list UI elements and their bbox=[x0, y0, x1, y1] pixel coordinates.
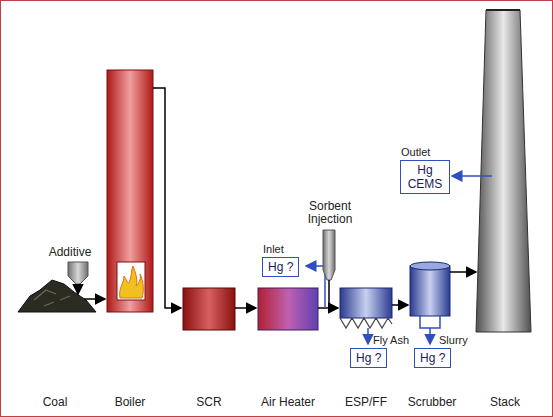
sample-box-text: Hg ? bbox=[420, 351, 445, 365]
equipment-name: Air Heater bbox=[261, 396, 315, 409]
hg-sample-box: InletHg ? bbox=[262, 257, 299, 277]
equipment-name: SCR bbox=[196, 396, 221, 409]
sample-box-text: Hg ? bbox=[356, 351, 381, 365]
sample-point-heading: Inlet bbox=[263, 242, 284, 256]
equipment-name: Scrubber bbox=[408, 396, 457, 409]
sample-point-heading: Outlet bbox=[401, 145, 430, 159]
sample-point-heading: Slurry bbox=[439, 333, 468, 347]
equipment-name: ESP/FF bbox=[345, 396, 387, 409]
equipment-name: Boiler bbox=[115, 396, 146, 409]
additive-label: Additive bbox=[49, 246, 92, 259]
hg-sample-box: Fly AshHg ? bbox=[350, 348, 387, 368]
sample-box-text: Hg ? bbox=[268, 260, 293, 274]
hg-sample-box: SlurryHg ? bbox=[414, 348, 451, 368]
sample-box-text: Hg CEMS bbox=[406, 163, 444, 191]
equipment-name: Coal bbox=[43, 396, 68, 409]
hg-cems-box: OutletHg CEMS bbox=[400, 160, 450, 194]
sample-point-heading: Fly Ash bbox=[373, 333, 409, 347]
sorbent-label: Sorbent Injection bbox=[290, 200, 370, 226]
equipment-name: Stack bbox=[490, 396, 520, 409]
